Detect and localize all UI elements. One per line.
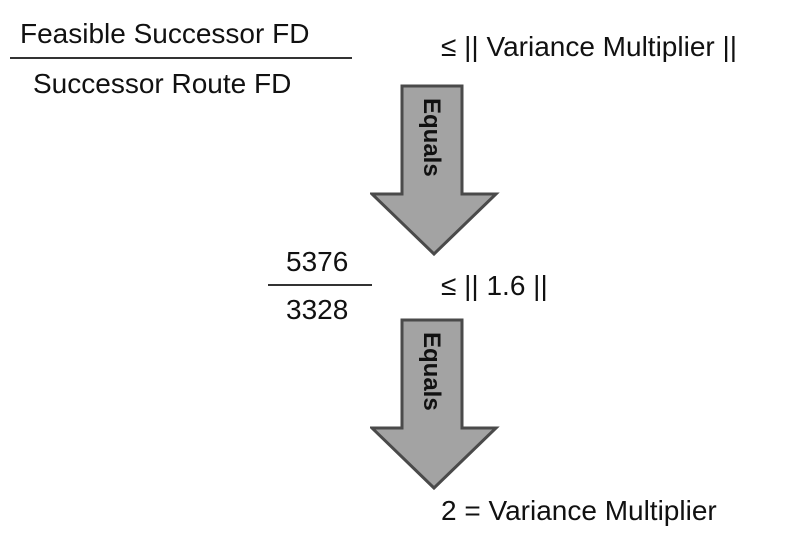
substituted-inequality: ≤ || 1.6 || [441,270,548,301]
formula-denominator: Successor Route FD [33,68,292,99]
formula-inequality: ≤ || Variance Multiplier || [441,31,738,62]
equals-arrow-2: Equals [370,318,502,492]
down-arrow-icon: Equals [370,84,500,257]
substituted-numerator: 5376 [286,246,349,277]
formula-numerator: Feasible Successor FD [20,18,310,49]
formula-fraction-bar [10,57,352,59]
equals-arrow-2-label: Equals [418,332,445,411]
equals-arrow-1-label: Equals [418,98,445,177]
result-text: 2 = Variance Multiplier [441,495,717,526]
down-arrow-icon: Equals [370,318,500,491]
substituted-denominator: 3328 [286,294,349,325]
equals-arrow-1: Equals [370,84,502,258]
substituted-fraction-bar [268,284,372,286]
